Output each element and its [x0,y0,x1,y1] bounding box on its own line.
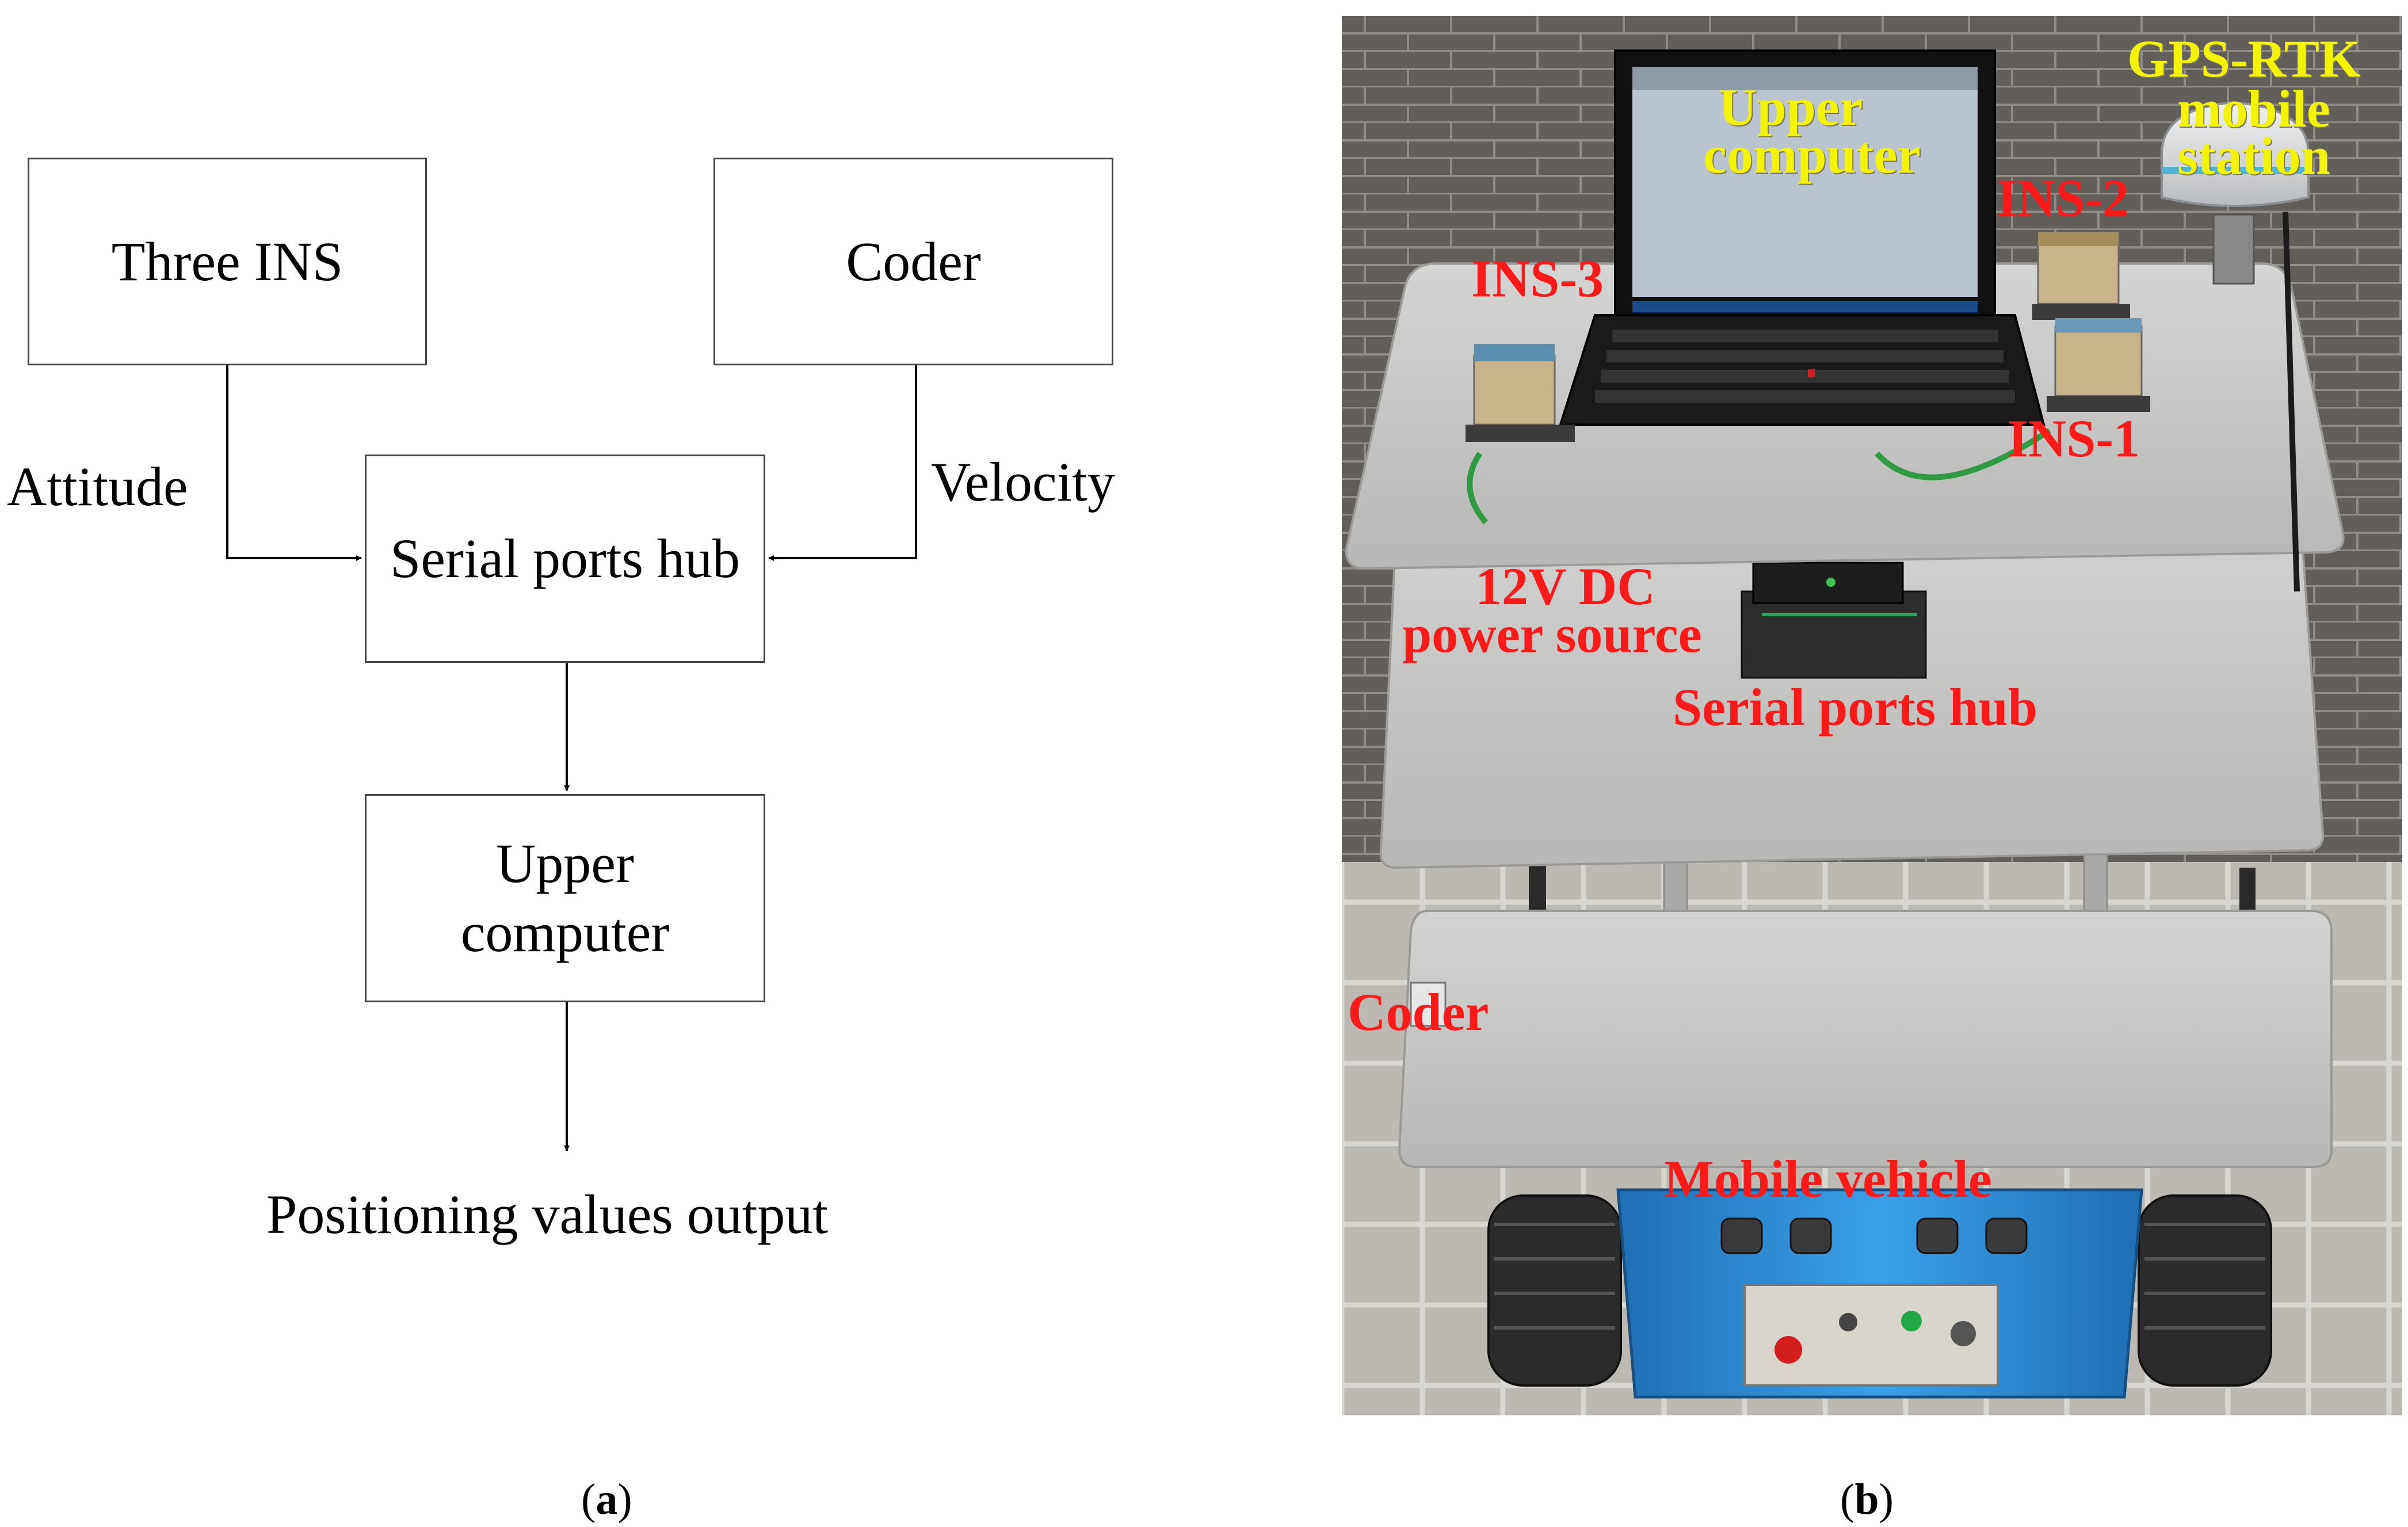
photo-label-gps-line3: station [2177,129,2330,182]
photo-label-dc-line2: power source [1402,608,1701,661]
positioning-output-label: Positioning values output [266,1182,828,1246]
three-ins-label: Three INS [112,227,344,296]
vehicle-photo: Upper computer GPS-RTK mobile station IN… [1342,16,2402,1415]
attitude-label: Attitude [7,455,188,518]
photo-label-mobile-vehicle: Mobile vehicle [1664,1152,1992,1205]
coder-box: Coder [713,158,1113,365]
caption-a: (a) [581,1475,632,1525]
upper-computer-label-line2: computer [461,898,670,967]
photo-label-coder: Coder [1348,986,1489,1039]
upper-computer-label-line1: Upper [461,829,670,898]
three-ins-box: Three INS [28,158,427,365]
photo-label-ins2: INS-2 [1997,171,2129,224]
photo-label-upper-computer-line2: computer [1703,128,1921,181]
upper-computer-box: Upper computer [365,794,765,1002]
photo-label-ins3: INS-3 [1471,252,1604,305]
serial-ports-hub-label: Serial ports hub [390,524,740,593]
photo-label-serial-hub: Serial ports hub [1673,681,2037,734]
coder-label: Coder [846,227,981,296]
photo-label-ins1: INS-1 [2008,412,2140,465]
attitude-arrow [227,365,361,558]
photo-label-gps-line1: GPS-RTK [2127,32,2361,85]
caption-b: (b) [1840,1475,1894,1525]
velocity-arrow [769,365,916,558]
velocity-label: Velocity [931,450,1115,514]
serial-ports-hub-box: Serial ports hub [365,455,765,663]
